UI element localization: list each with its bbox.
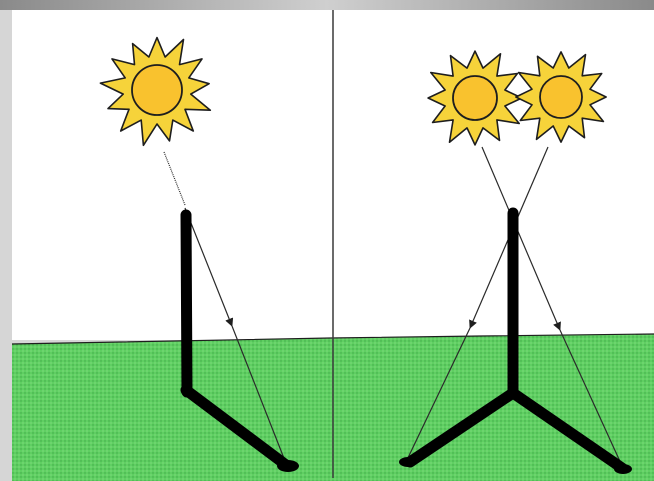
shadow-tip: [277, 460, 299, 472]
shadow-tip: [614, 464, 632, 474]
sun-disk: [132, 65, 182, 115]
sun-disk: [453, 76, 497, 120]
top-edge: [0, 0, 654, 10]
pole-icon: [186, 215, 187, 392]
sun-disk: [540, 76, 582, 118]
shadow-tip: [399, 457, 417, 467]
